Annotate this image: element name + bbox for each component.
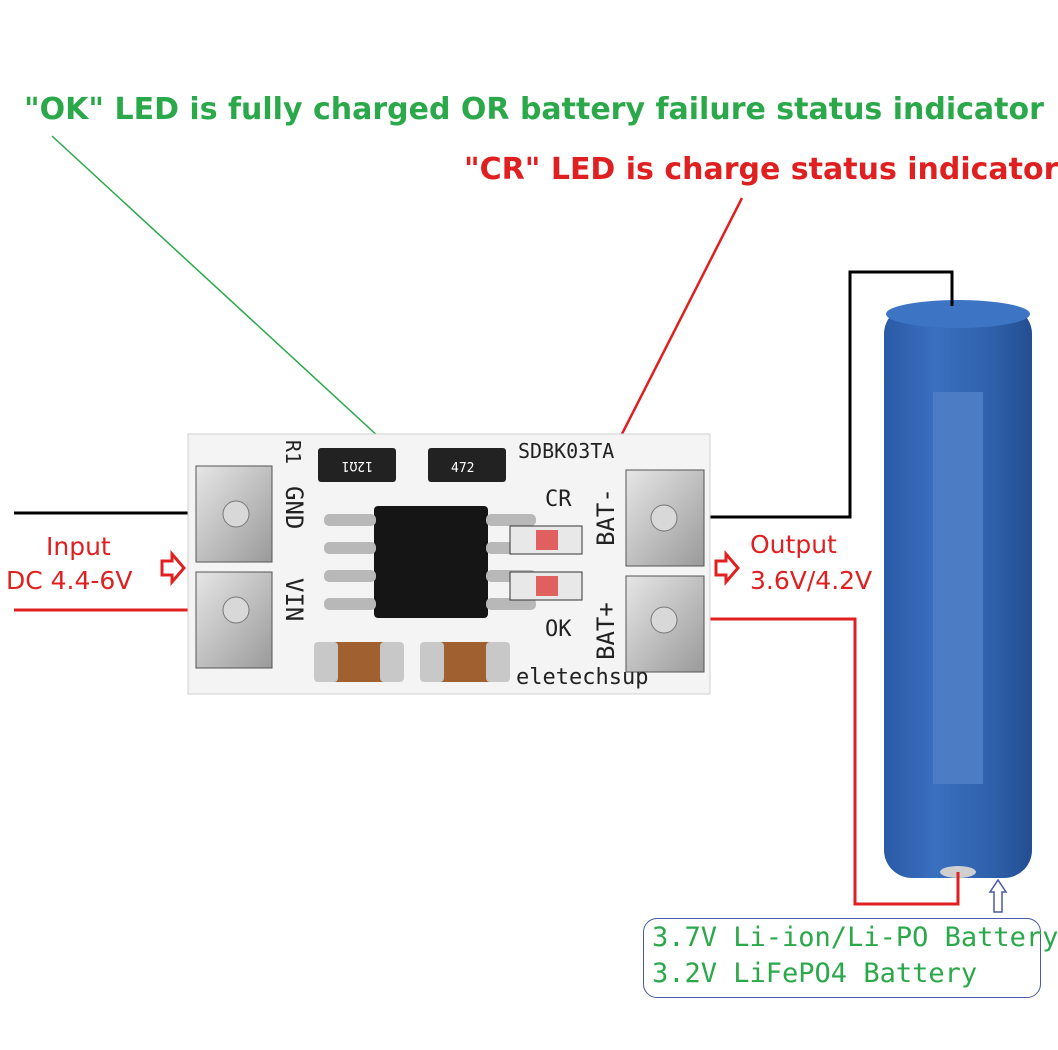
input-arrow-icon [160, 549, 186, 587]
input-voltage: DC 4.4-6V [6, 566, 133, 595]
resistor-r1-label: R1 [281, 440, 305, 464]
arrows [160, 549, 1008, 913]
pad-gnd-label: GND [280, 486, 308, 529]
input-label: Input [46, 532, 111, 561]
cr-led-annotation: "CR" LED is charge status indicator [464, 152, 1058, 187]
led-cr-label: CR [545, 487, 572, 512]
led-ok-label: OK [545, 617, 572, 642]
board-brand-label: eletechsup [516, 665, 648, 690]
board-model-label: SDBK03TA [518, 439, 614, 463]
pad-vin-label: VIN [280, 578, 308, 621]
battery-type-line-2: 3.2V LiFePO4 Battery [652, 958, 978, 989]
ok-led-annotation: "OK" LED is fully charged OR battery fai… [24, 92, 1044, 127]
battery-label-area [933, 392, 983, 784]
pad-bat-minus-label: BAT- [592, 488, 620, 546]
positive-wire-battery [664, 617, 960, 906]
output-arrow-icon [714, 549, 740, 587]
battery-type-box [643, 918, 1041, 998]
pad-bat-plus-label: BAT+ [592, 602, 620, 660]
battery [884, 300, 1032, 878]
negative-wire-battery [664, 270, 954, 519]
resistor-r2-value: 472 [451, 461, 474, 476]
battery-type-line-1: 3.7V Li-ion/Li-PO Battery [652, 922, 1058, 953]
battery-pointer-arrow-icon [988, 878, 1008, 913]
pcb-board [187, 433, 711, 695]
output-voltage: 3.6V/4.2V [750, 566, 873, 595]
output-label: Output [750, 530, 837, 559]
resistor-r1-value: 12Ω1 [342, 458, 373, 473]
